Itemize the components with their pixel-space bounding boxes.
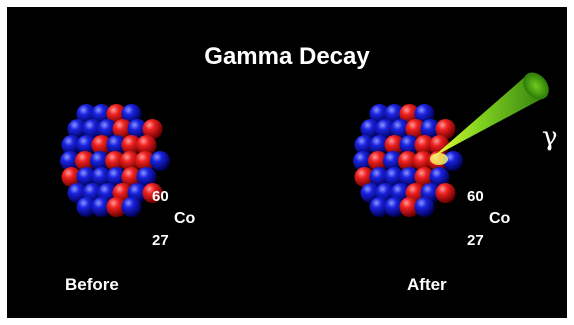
proton-sphere — [399, 197, 420, 217]
neutron-sphere — [420, 119, 441, 139]
after-label: After — [407, 275, 447, 294]
proton-sphere — [106, 104, 127, 124]
before-label: Before — [65, 275, 119, 294]
neutron-sphere — [375, 119, 396, 139]
neutron-sphere — [91, 104, 112, 124]
proton-sphere — [399, 104, 420, 124]
before-mass-number: 60 — [152, 188, 169, 205]
neutron-sphere — [60, 151, 80, 171]
neutron-sphere — [91, 167, 112, 187]
diagram-canvas: Gamma Decay 60 Co 27 Before 60 Co 27 Aft… — [7, 7, 567, 318]
proton-sphere — [435, 119, 456, 139]
neutron-sphere — [91, 197, 112, 217]
neutron-sphere — [369, 167, 390, 187]
neutron-sphere — [369, 197, 390, 217]
neutron-sphere — [360, 119, 381, 139]
neutron-sphere — [82, 119, 103, 139]
neutron-sphere — [150, 151, 170, 171]
neutron-sphere — [429, 167, 450, 187]
neutron-sphere — [383, 151, 403, 171]
neutron-sphere — [61, 135, 82, 155]
neutron-sphere — [76, 135, 97, 155]
neutron-sphere — [136, 167, 157, 187]
nucleus-illustration — [60, 72, 549, 217]
neutron-sphere — [384, 167, 405, 187]
after-atomic-number: 27 — [467, 232, 484, 249]
neutron-sphere — [414, 104, 435, 124]
proton-sphere — [414, 135, 435, 155]
neutron-sphere — [67, 119, 88, 139]
proton-sphere — [105, 151, 125, 171]
neutron-sphere — [90, 151, 110, 171]
proton-sphere — [106, 197, 127, 217]
proton-sphere — [405, 119, 426, 139]
proton-sphere — [384, 135, 405, 155]
neutron-sphere — [106, 167, 127, 187]
after-mass-number: 60 — [467, 188, 484, 205]
proton-sphere — [135, 151, 155, 171]
neutron-sphere — [353, 151, 373, 171]
gamma-ray-beam — [430, 72, 549, 165]
diagram-title: Gamma Decay — [204, 43, 370, 70]
proton-sphere — [121, 167, 142, 187]
neutron-sphere — [106, 135, 127, 155]
neutron-sphere — [369, 104, 390, 124]
proton-sphere — [368, 151, 388, 171]
gamma-symbol: γ — [542, 122, 558, 152]
neutron-sphere — [369, 135, 390, 155]
proton-sphere — [120, 151, 140, 171]
proton-sphere — [354, 167, 375, 187]
neutron-sphere — [97, 119, 118, 139]
proton-sphere — [398, 151, 418, 171]
before-element-symbol: Co — [174, 210, 196, 227]
neutron-sphere — [414, 197, 435, 217]
neutron-sphere — [399, 135, 420, 155]
neutron-sphere — [76, 197, 97, 217]
proton-sphere — [112, 119, 133, 139]
proton-sphere — [121, 135, 142, 155]
proton-sphere — [142, 183, 163, 203]
proton-sphere — [142, 119, 163, 139]
neutron-sphere — [390, 119, 411, 139]
neutron-sphere — [354, 135, 375, 155]
proton-sphere — [75, 151, 95, 171]
after-element-symbol: Co — [489, 210, 511, 227]
neutron-sphere — [121, 197, 142, 217]
proton-sphere — [414, 167, 435, 187]
neutron-sphere — [399, 167, 420, 187]
neutron-sphere — [76, 104, 97, 124]
neutron-sphere — [127, 119, 148, 139]
proton-sphere — [91, 135, 112, 155]
neutron-sphere — [76, 167, 97, 187]
nucleus-after — [353, 104, 463, 217]
proton-sphere — [136, 135, 157, 155]
neutron-sphere — [121, 104, 142, 124]
neutron-sphere — [443, 151, 463, 171]
before-atomic-number: 27 — [152, 232, 169, 249]
proton-sphere — [435, 183, 456, 203]
neutron-sphere — [384, 104, 405, 124]
nucleus-before — [60, 104, 170, 217]
neutron-sphere — [384, 197, 405, 217]
proton-sphere — [413, 151, 433, 171]
proton-sphere — [61, 167, 82, 187]
